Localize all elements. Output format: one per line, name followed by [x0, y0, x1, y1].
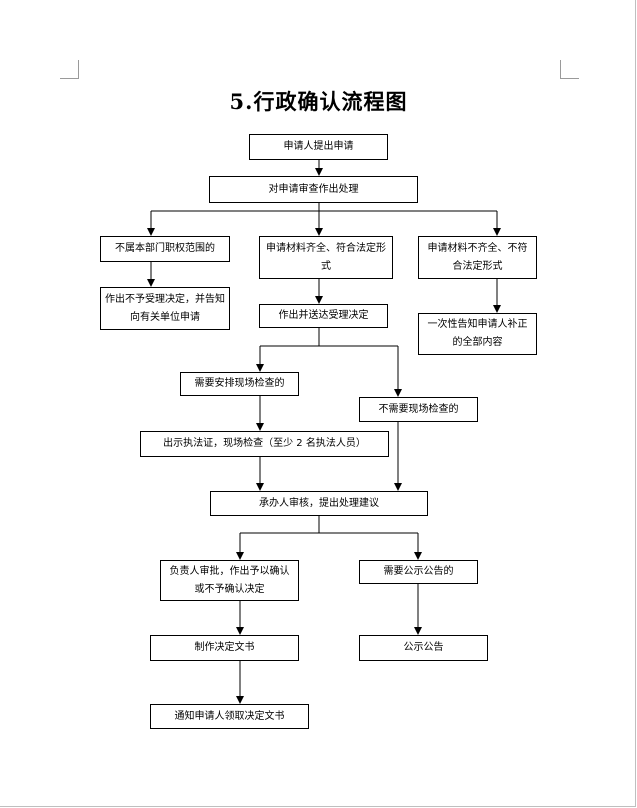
node-public-notice: 公示公告: [359, 635, 488, 661]
node-materials-incomplete: 申请材料不齐全、不符合法定形式: [418, 236, 537, 279]
node-make-decision-document: 制作决定文书: [150, 635, 299, 661]
node-notify-collect-document: 通知申请人领取决定文书: [150, 704, 309, 729]
margin-corner-top-right: [560, 60, 579, 79]
node-materials-complete: 申请材料齐全、符合法定形式: [259, 236, 393, 279]
node-leader-approval: 负责人审批，作出予以确认或不予确认决定: [160, 560, 299, 601]
node-notify-correction: 一次性告知申请人补正的全部内容: [418, 313, 537, 355]
node-onsite-inspection-needed: 需要安排现场检查的: [180, 372, 299, 396]
node-review-application: 对申请审查作出处理: [209, 176, 418, 203]
node-accept-decision: 作出并送达受理决定: [259, 304, 388, 328]
node-out-of-jurisdiction: 不属本部门职权范围的: [100, 236, 230, 262]
margin-corner-top-left: [60, 60, 79, 79]
page-title: 5.行政确认流程图: [229, 89, 408, 114]
node-reject-and-inform: 作出不予受理决定，并告知向有关单位申请: [100, 287, 230, 330]
node-no-onsite-inspection: 不需要现场检查的: [359, 397, 478, 422]
node-handler-review: 承办人审核，提出处理建议: [210, 491, 428, 516]
node-show-certificate-inspect: 出示执法证，现场检查（至少 2 名执法人员）: [140, 431, 389, 457]
node-public-notice-needed: 需要公示公告的: [359, 560, 478, 584]
node-submit-application: 申请人提出申请: [249, 134, 388, 160]
